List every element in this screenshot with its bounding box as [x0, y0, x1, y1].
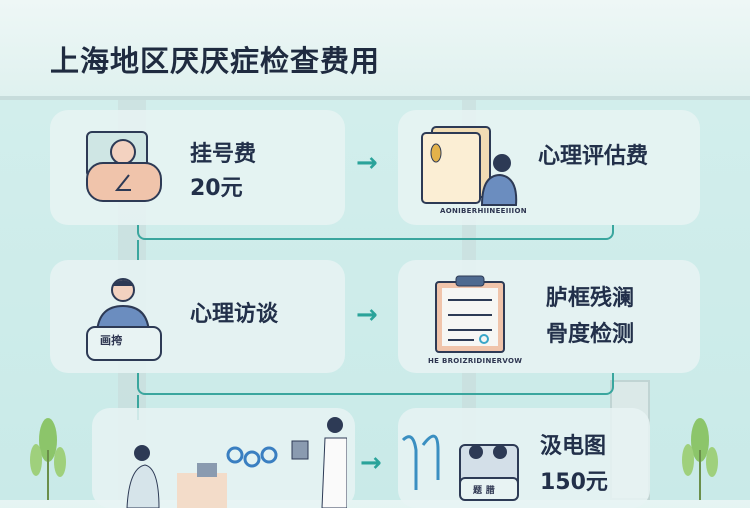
step-card-interview: 画挎 心理访谈 [50, 260, 345, 373]
step-label-line2: 骨度检测 [546, 322, 635, 347]
step-price: 150元 [540, 470, 608, 495]
eeg-illustration [401, 434, 519, 501]
step-label: 挂号费 [190, 142, 257, 167]
step-label-line1: 胪框残澜 [546, 286, 635, 311]
arrow-icon: → [360, 448, 382, 478]
step-label: 心理访谈 [190, 302, 279, 327]
connector-line [137, 395, 139, 420]
plant-icon [30, 418, 66, 500]
connector-line [137, 373, 614, 395]
illustration-caption: HE BROIZRIDINERVOW [428, 357, 523, 365]
step-price: 20元 [190, 176, 243, 201]
interviewer-icon [86, 278, 162, 361]
connector-line [137, 240, 139, 260]
ceiling-background [0, 0, 750, 100]
illustration-caption: AONIBERHIINEEIIION [440, 207, 527, 215]
registration-icon [86, 131, 162, 202]
step-label: 汲电图 [540, 434, 607, 459]
consultation-illustration [126, 417, 347, 508]
connector-line [137, 225, 614, 240]
arrow-icon: → [356, 148, 378, 178]
step-card-eeg: 题 腊 汲电图 150元 [398, 408, 650, 508]
step-card-consultation-scene [92, 408, 355, 508]
step-card-bone-test: HE BROIZRIDINERVOW 胪框残澜 骨度检测 [398, 260, 700, 373]
step-card-assessment: AONIBERHIINEEIIION 心理评估费 [398, 110, 700, 225]
step-card-registration: 挂号费 20元 [50, 110, 345, 225]
assessment-icon [421, 126, 518, 206]
page-title: 上海地区厌厌症检查费用 [50, 44, 381, 78]
clipboard-icon [435, 275, 505, 353]
desk-badge: 题 腊 [473, 486, 496, 496]
arrow-icon: → [356, 300, 378, 330]
plant-icon [682, 418, 718, 500]
desk-badge: 画挎 [100, 334, 123, 347]
step-label: 心理评估费 [538, 144, 649, 169]
